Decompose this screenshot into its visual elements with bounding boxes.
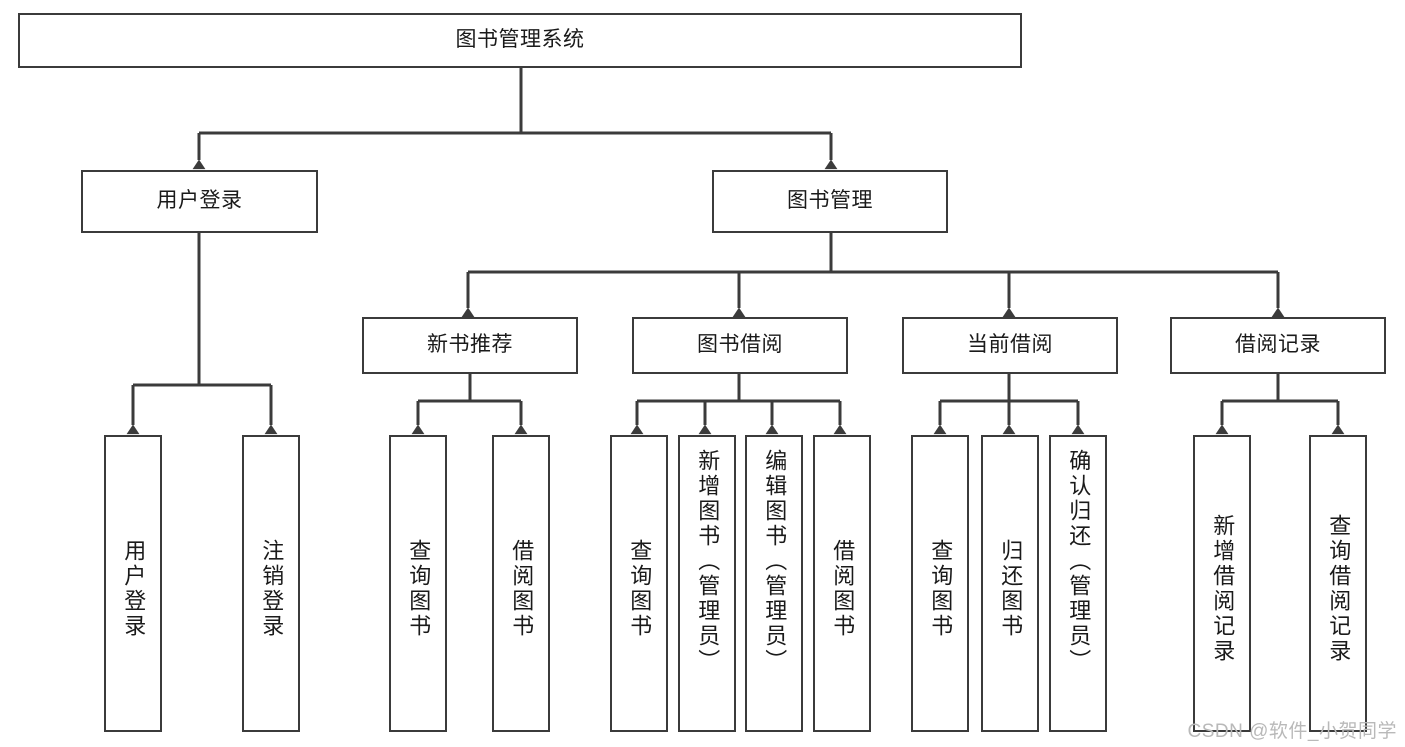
leaf-add-borrow-record[interactable]: 新增借阅记录 [1193,435,1251,732]
node-label: 查询图书 [928,538,954,639]
node-label: 借阅图书 [509,538,535,639]
leaf-edit-book-admin[interactable]: 编辑图书（管理员） [745,435,803,732]
node-label: 新增借阅记录 [1210,513,1236,664]
node-label: 图书管理系统 [455,28,585,52]
node-borrow-records[interactable]: 借阅记录 [1170,317,1386,374]
node-label: 新增图书（管理员） [695,449,721,674]
leaf-add-book-admin[interactable]: 新增图书（管理员） [678,435,736,732]
leaf-borrow-book-recommend[interactable]: 借阅图书 [492,435,550,732]
node-label: 图书管理 [787,189,873,213]
leaf-query-book-current[interactable]: 查询图书 [911,435,969,732]
node-label: 新书推荐 [427,333,513,357]
node-label: 查询图书 [406,538,432,639]
node-user-login[interactable]: 用户登录 [81,170,318,233]
node-label: 图书借阅 [697,333,783,357]
leaf-logout[interactable]: 注销登录 [242,435,300,732]
node-book-borrow[interactable]: 图书借阅 [632,317,848,374]
node-label: 归还图书 [998,538,1024,639]
node-current-borrow[interactable]: 当前借阅 [902,317,1118,374]
watermark-text: CSDN @软件_小贺同学 [1187,721,1397,742]
leaf-return-book[interactable]: 归还图书 [981,435,1039,732]
leaf-query-book-recommend[interactable]: 查询图书 [389,435,447,732]
leaf-query-borrow-record[interactable]: 查询借阅记录 [1309,435,1367,732]
node-label: 查询借阅记录 [1326,513,1352,664]
node-label: 用户登录 [121,538,147,639]
node-label: 注销登录 [259,538,285,639]
node-label: 查询图书 [627,538,653,639]
node-label: 用户登录 [156,189,243,213]
node-root-system[interactable]: 图书管理系统 [18,13,1022,68]
leaf-user-login[interactable]: 用户登录 [104,435,162,732]
node-label: 当前借阅 [967,333,1053,357]
node-label: 确认归还（管理员） [1066,449,1092,674]
leaf-query-book-borrow[interactable]: 查询图书 [610,435,668,732]
node-label: 编辑图书（管理员） [762,449,788,674]
leaf-confirm-return-admin[interactable]: 确认归还（管理员） [1049,435,1107,732]
node-label: 借阅图书 [830,538,856,639]
leaf-borrow-book[interactable]: 借阅图书 [813,435,871,732]
node-new-book-recommend[interactable]: 新书推荐 [362,317,578,374]
node-book-management[interactable]: 图书管理 [712,170,948,233]
node-label: 借阅记录 [1235,333,1321,357]
